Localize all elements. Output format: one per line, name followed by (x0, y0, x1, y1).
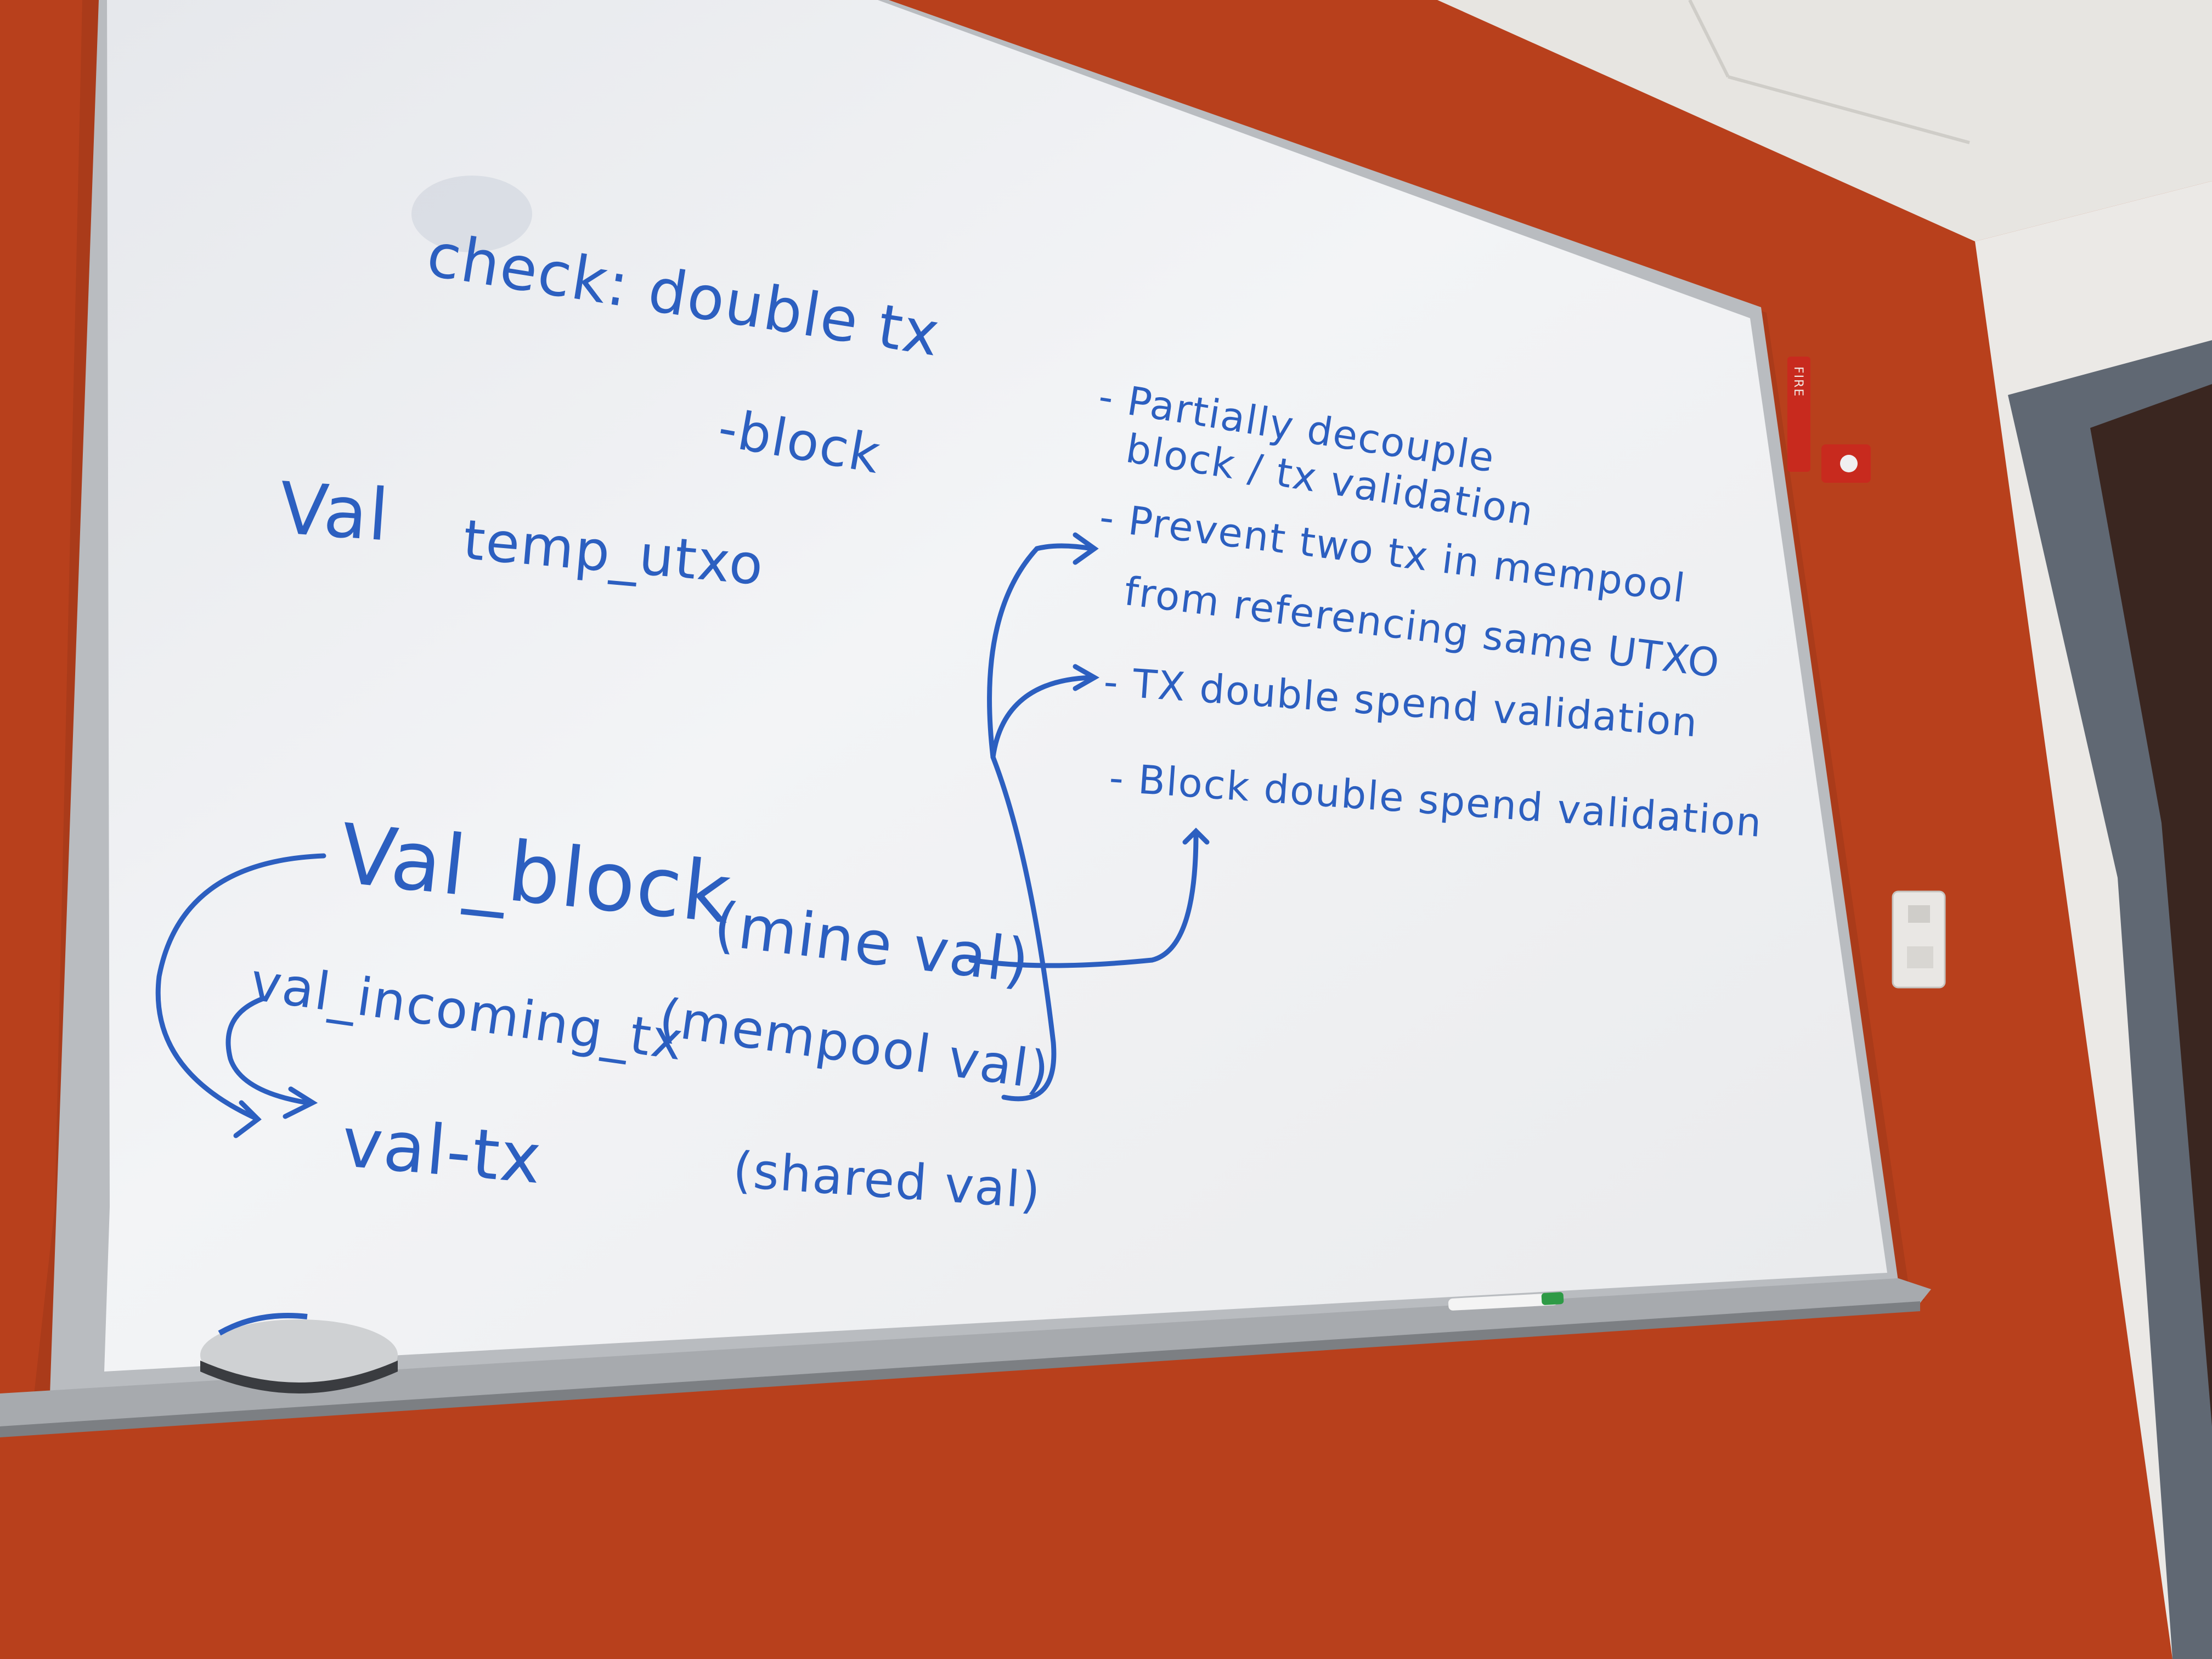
doorway (2090, 384, 2212, 1426)
marker-tray (0, 1278, 1931, 1429)
fire-alarm-label: FIRE (1791, 366, 1805, 398)
marker (1448, 1293, 1559, 1311)
diagram-arrows (155, 532, 1210, 1138)
ceiling (1437, 0, 2212, 241)
note-val: Val (276, 466, 393, 557)
fire-alarm (1787, 357, 1810, 472)
eraser (200, 1319, 398, 1391)
whiteboard-surface (104, 0, 1887, 1372)
